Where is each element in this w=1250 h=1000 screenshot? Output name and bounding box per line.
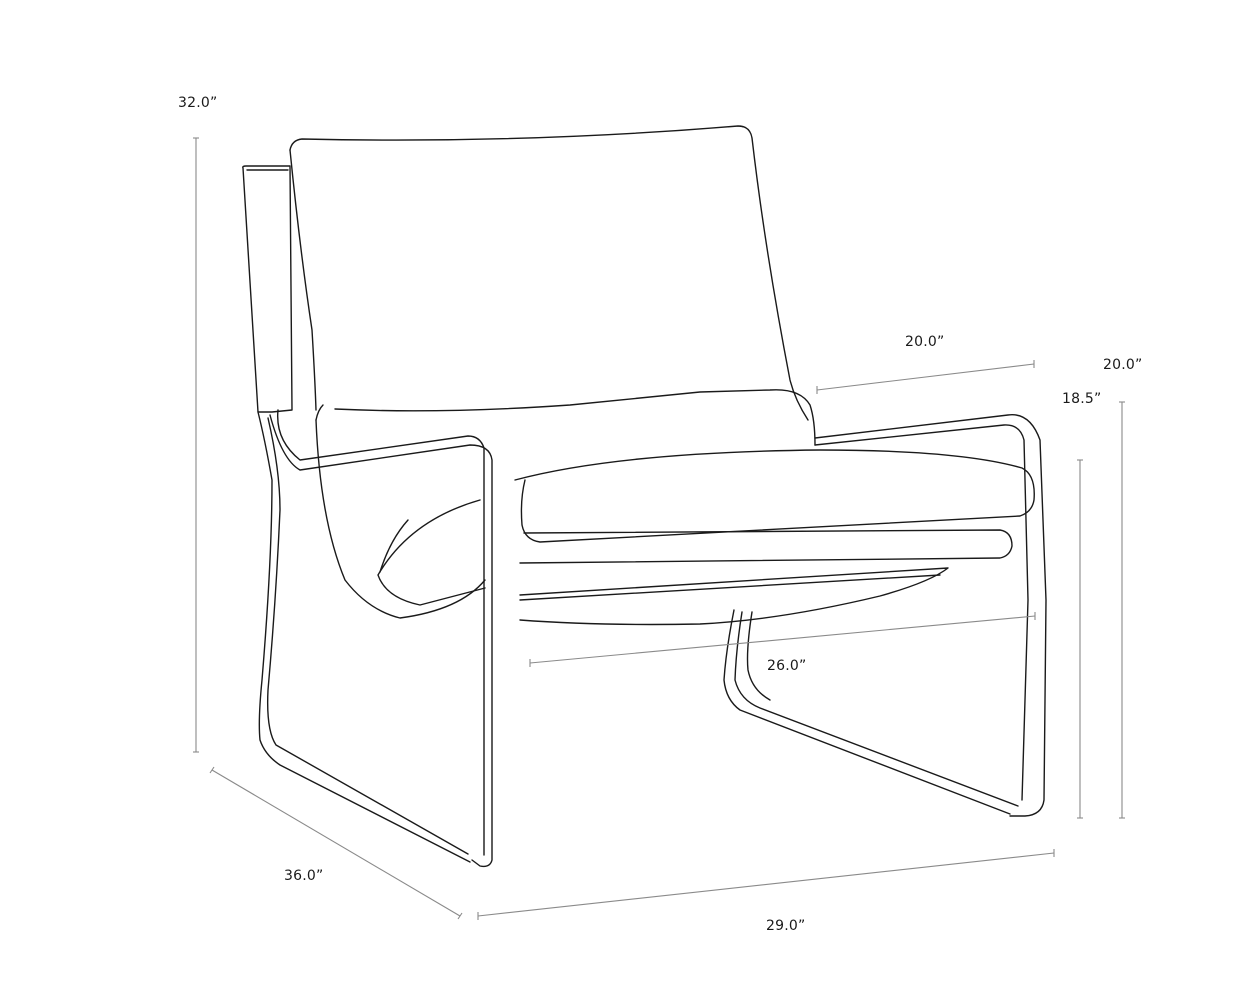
arm-height-label: 20.0”: [1103, 357, 1143, 373]
depth-dimension-line: [211, 769, 461, 917]
chair-drawing: [242, 125, 1047, 868]
seat-width-label: 26.0”: [767, 658, 807, 674]
overall-width-label: 29.0”: [766, 918, 806, 934]
width-dimension-line: [477, 852, 1055, 917]
seat-width-dimension-line: [529, 615, 1036, 664]
dimension-lines: [193, 137, 1125, 920]
overall-depth-label: 36.0”: [284, 868, 324, 884]
seat-height-label: 18.5”: [1062, 391, 1102, 407]
seat-depth-label: 20.0”: [905, 334, 945, 350]
overall-height-label: 32.0”: [178, 95, 218, 111]
seat-depth-dimension-line: [816, 363, 1035, 391]
